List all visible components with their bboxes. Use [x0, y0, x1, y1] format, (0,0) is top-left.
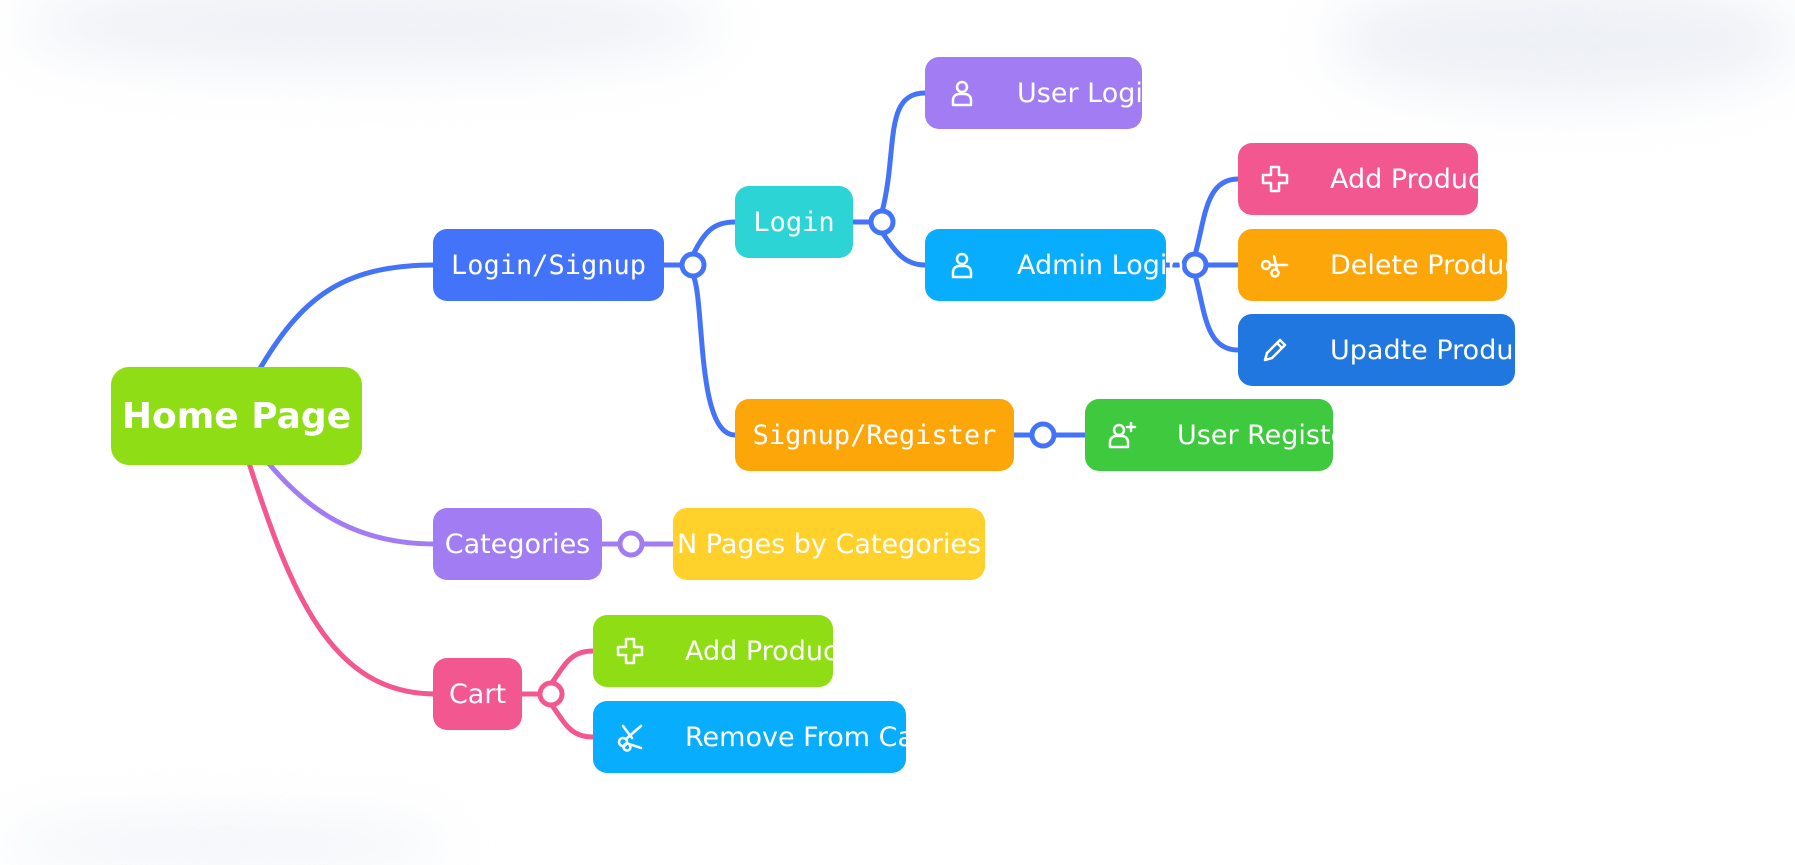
node-user-login[interactable]: User Login — [925, 57, 1160, 129]
node-n-pages-by-categories[interactable]: N Pages by Categories — [673, 508, 985, 580]
connector-hub-addproductcart — [548, 648, 596, 687]
node-login[interactable]: Login — [735, 186, 853, 258]
connector-home-cart — [245, 457, 438, 697]
node-label: Add Product — [1330, 163, 1494, 195]
node-update-product[interactable]: Upadte Product — [1238, 314, 1539, 386]
node-admin-login[interactable]: Admin Login — [925, 229, 1184, 301]
node-signup-register[interactable]: Signup/Register — [735, 399, 1014, 471]
connector-hub-userlogin — [879, 90, 928, 215]
node-login-signup[interactable]: Login/Signup — [433, 229, 664, 301]
node-label: Categories — [444, 528, 591, 560]
connector-hub-login — [690, 219, 738, 258]
branch-hub — [1029, 421, 1057, 449]
node-label: Login/Signup — [450, 249, 647, 281]
node-home-page[interactable]: Home Page — [111, 367, 362, 465]
connector-home-categories — [255, 447, 438, 547]
node-label: Upadte Product — [1330, 334, 1539, 366]
branch-hub — [617, 530, 645, 558]
node-add-product-admin[interactable]: Add Product — [1238, 143, 1493, 215]
branch-hub — [679, 251, 707, 279]
connector-home-loginsignup — [255, 262, 438, 375]
background-smudge — [1330, 0, 1795, 100]
branch-hub — [537, 680, 565, 708]
node-user-register[interactable]: User Register — [1085, 399, 1358, 471]
node-cart[interactable]: Cart — [433, 658, 522, 730]
connector-hub-addproduct — [1192, 176, 1241, 258]
node-label: Login — [753, 206, 835, 238]
node-label: User Register — [1177, 419, 1359, 451]
scissors-icon — [615, 722, 645, 752]
user-icon — [947, 78, 977, 108]
node-label: Delete Product — [1330, 249, 1530, 281]
node-label: Home Page — [121, 395, 352, 437]
node-label: Add Product — [685, 635, 849, 667]
connector-hub-adminlogin — [879, 229, 928, 268]
node-remove-from-cart[interactable]: Remove From Cart — [593, 701, 936, 773]
scissors-icon — [1260, 250, 1290, 280]
connector-hub-updateproduct — [1192, 272, 1241, 353]
node-delete-product[interactable]: Delete Product — [1238, 229, 1530, 301]
node-categories[interactable]: Categories — [433, 508, 602, 580]
plus-icon — [615, 636, 645, 666]
node-label: User Login — [1017, 77, 1160, 109]
node-label: Cart — [448, 678, 507, 710]
user-plus-icon — [1107, 420, 1137, 450]
node-label: Signup/Register — [752, 419, 997, 451]
branch-hub — [868, 208, 896, 236]
user-icon — [947, 250, 977, 280]
connector-hub-signup — [690, 272, 738, 438]
node-label: Admin Login — [1017, 249, 1185, 281]
node-label: N Pages by Categories — [676, 528, 982, 560]
node-label: Remove From Cart — [685, 721, 936, 753]
branch-hub — [1181, 251, 1209, 279]
plus-icon — [1260, 164, 1290, 194]
node-add-product-cart[interactable]: Add Product — [593, 615, 848, 687]
pencil-icon — [1260, 335, 1290, 365]
background-smudge — [20, 0, 720, 70]
connector-hub-removefromcart — [548, 701, 596, 740]
